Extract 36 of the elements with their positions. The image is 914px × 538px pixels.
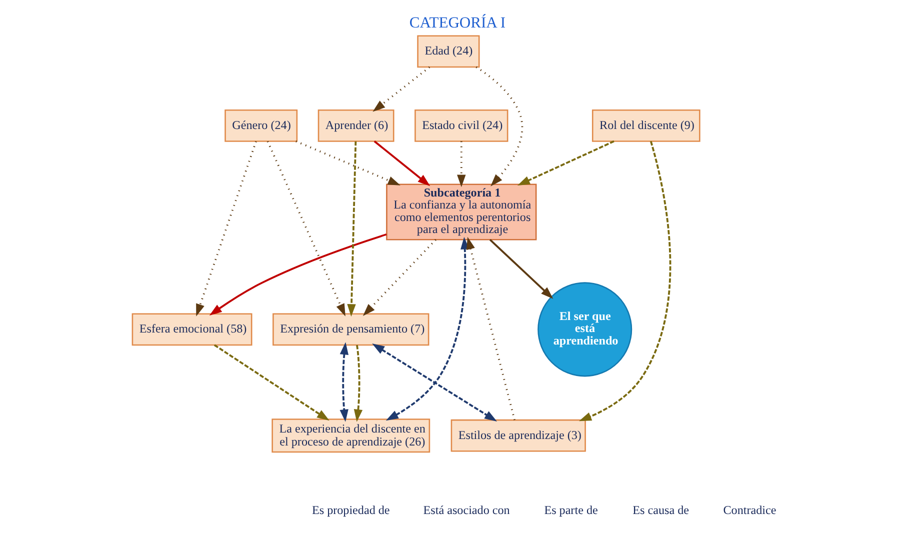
node-box: Estado civil (24): [414, 110, 508, 142]
arrow: [208, 234, 386, 316]
arrow: [475, 66, 523, 186]
node-box: Género (24): [224, 110, 298, 142]
legend-label: Está asociado con: [422, 502, 510, 517]
arrow: [353, 344, 362, 422]
arrow: [488, 239, 553, 299]
node-box: La experiencia del discente en el proceso de aprendizaje (26): [271, 418, 430, 453]
legend-label: Es causa de: [632, 502, 688, 517]
arrow: [372, 344, 496, 422]
arrow: [578, 141, 671, 422]
node-box: Edad (24): [416, 35, 480, 68]
arrow: [339, 342, 348, 422]
arrow: [372, 66, 430, 112]
arrow: [456, 141, 466, 188]
node-box: Estilos de aprendizaje (3): [450, 419, 586, 452]
legend-label: Es parte de: [544, 502, 598, 517]
node-box: Aprender (6): [317, 110, 394, 142]
arrow: [362, 239, 436, 316]
node-circle: El ser que está aprendiendo: [537, 282, 632, 377]
arrow: [516, 140, 614, 186]
arrow: [346, 141, 356, 317]
legend-label: Es propiedad de: [311, 502, 390, 517]
legend-label: Contradice: [722, 502, 776, 517]
arrow: [385, 236, 469, 421]
diagram-title: CATEGORÍA I: [408, 14, 506, 32]
arrow: [266, 141, 345, 316]
arrow: [295, 140, 400, 186]
node-box: Rol del discente (9): [591, 110, 700, 142]
arrow: [196, 141, 256, 316]
node-box: Subcategoría 1 La confianza y la autonomía como elementos perentorios para el aprendizaje: [386, 184, 536, 240]
node-box: Esfera emocional (58): [131, 313, 252, 346]
arrow: [373, 140, 430, 186]
arrow: [466, 236, 515, 420]
arrow: [213, 344, 329, 421]
node-box: Expresión de pensamiento (7): [272, 313, 429, 346]
